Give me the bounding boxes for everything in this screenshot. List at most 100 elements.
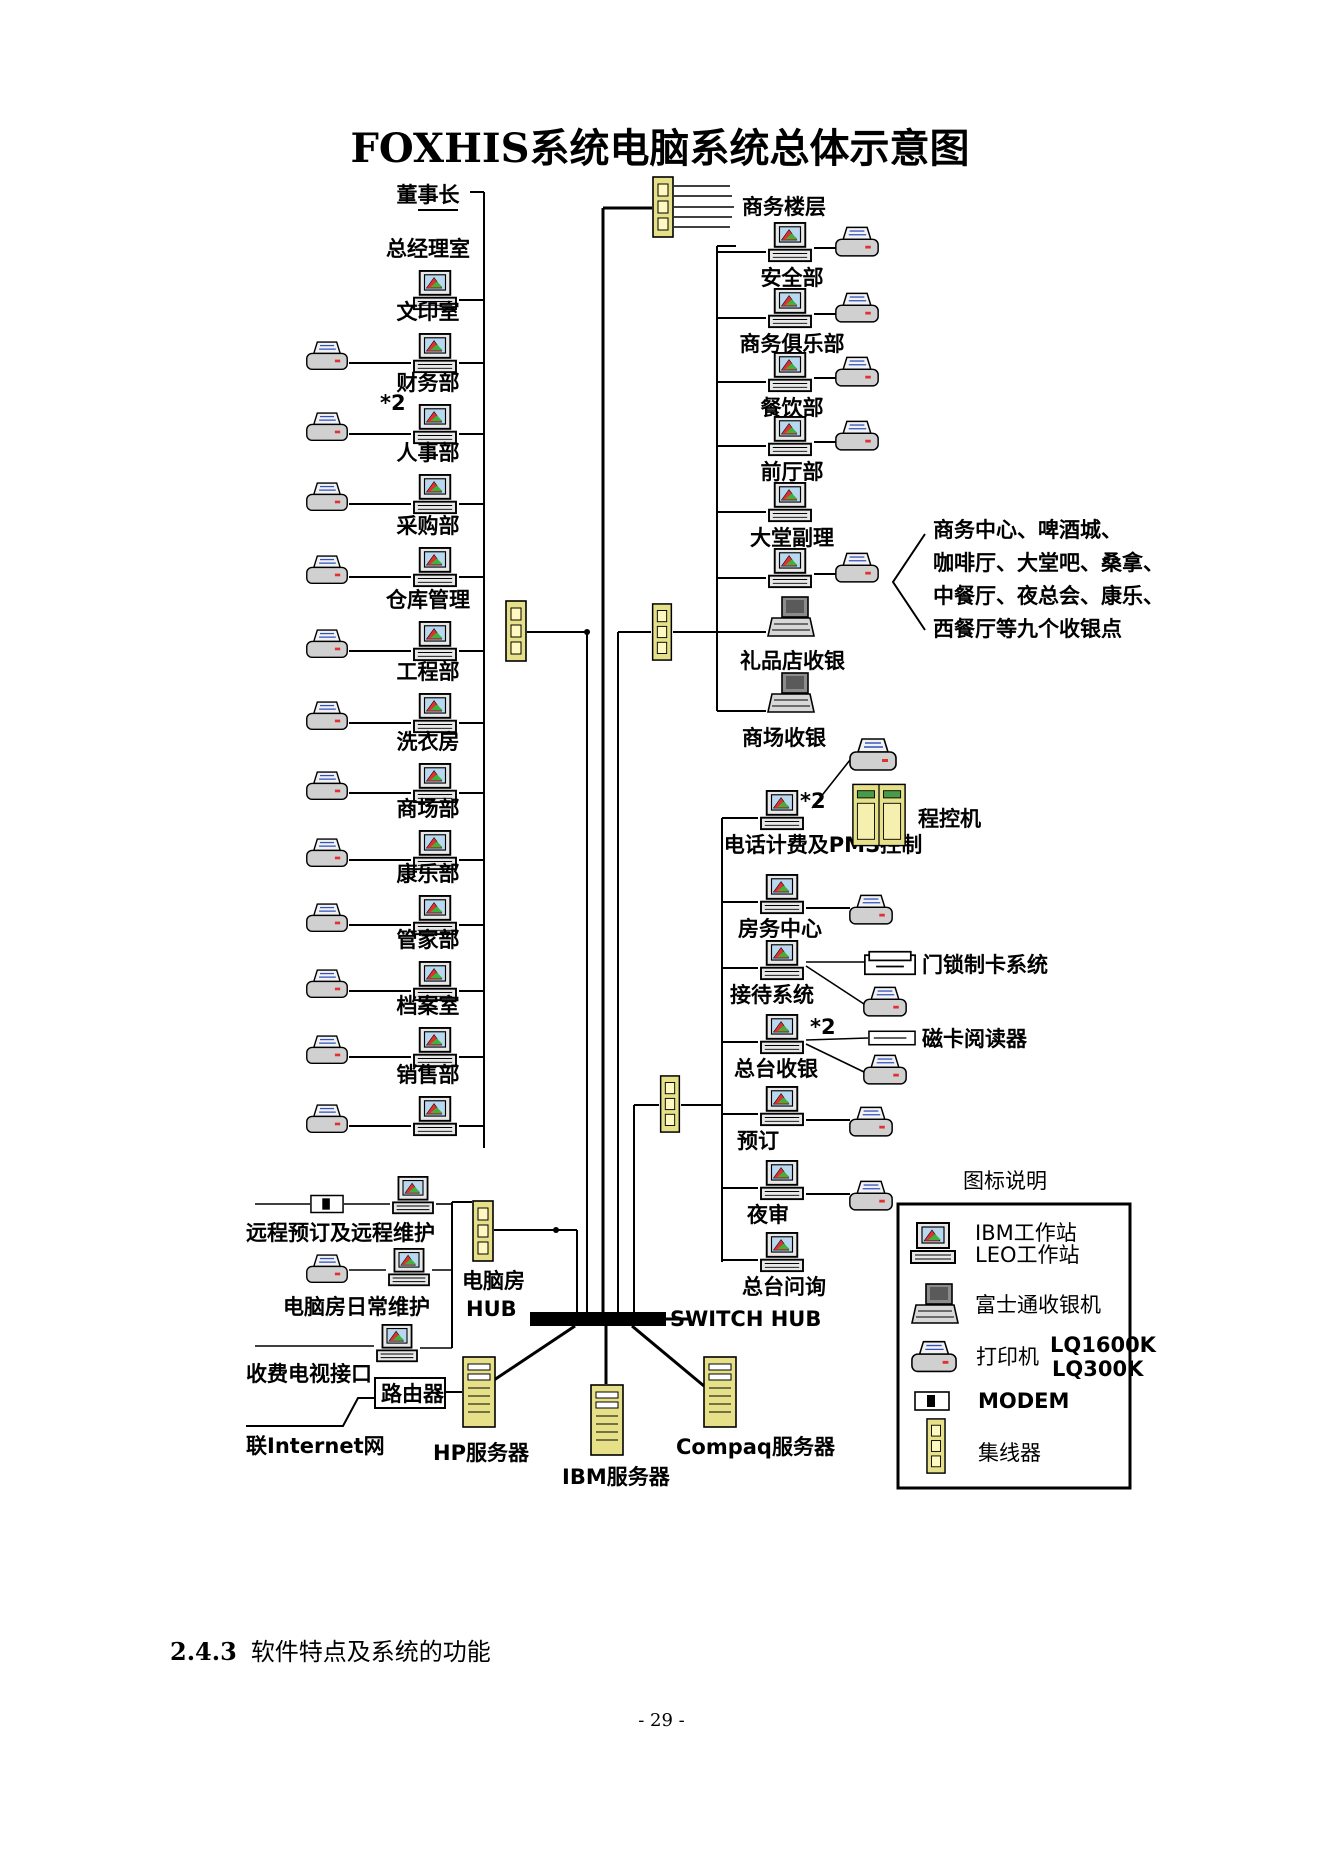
right-top-printer-icon-3	[835, 420, 879, 451]
right-bottom-pc-icon-4	[760, 1086, 804, 1127]
left-dept-printer-icon-3	[306, 412, 348, 442]
pos-points-pc-icon	[768, 548, 812, 589]
left-dept-pc-icon-4	[413, 474, 457, 515]
left-dept-label-6: 仓库管理	[385, 588, 470, 612]
page-number: - 29 -	[638, 1710, 685, 1731]
legend-printer: 打印机	[976, 1345, 1039, 1369]
left-dept-pc-icon-13	[413, 1096, 457, 1137]
left-dept-printer-icon-2	[306, 341, 348, 371]
left-dept-printer-icon-5	[306, 555, 348, 585]
right-top-printer-icon-0	[835, 226, 879, 257]
left-dept-printer-icon-11	[306, 969, 348, 999]
machine-room-hub-label-2: HUB	[466, 1297, 517, 1321]
legend-workstation-2: LEO工作站	[975, 1243, 1080, 1267]
ibm-server-label: IBM服务器	[562, 1465, 671, 1489]
right-bottom-printer-icon-5	[849, 1180, 893, 1211]
compaq-server-icon	[703, 1356, 737, 1428]
right-bottom-label-3: 总台收银	[734, 1057, 819, 1081]
left-dept-printer-icon-9	[306, 838, 348, 868]
legend-pos: 富士通收银机	[975, 1293, 1101, 1317]
right-bottom-printer-icon-4	[849, 1106, 893, 1137]
left-dept-label-1: 总经理室	[386, 237, 470, 261]
right-bottom-pc-icon-3	[760, 1014, 804, 1055]
door-lock-icon	[864, 950, 916, 976]
left-dept-label-13: 销售部	[397, 1063, 460, 1087]
right-bottom-pc-icon-0	[760, 790, 804, 831]
right-top-printer-icon-2	[835, 356, 879, 387]
switch-hub-bar	[530, 1312, 666, 1326]
right-bottom-label-1: 房务中心	[738, 917, 822, 941]
right-bottom-hub	[659, 1075, 681, 1133]
legend-printer-model-1: LQ1600K	[1050, 1333, 1157, 1357]
right-bottom-label-4: 预订	[737, 1129, 779, 1153]
phone-billing-printer-icon	[849, 738, 897, 771]
right-top-hub	[651, 603, 673, 661]
cashier-mult: *2	[810, 1015, 836, 1039]
legend-modem-icon	[914, 1391, 950, 1411]
daily-printer-icon	[306, 1254, 348, 1284]
right-bottom-pc-icon-1	[760, 874, 804, 915]
right-top-pc-icon-3	[768, 416, 812, 457]
left-dept-pc-icon-12	[413, 1027, 457, 1068]
section-heading: 2.4.3 软件特点及系统的功能	[170, 1632, 491, 1667]
daily-pc-icon	[388, 1248, 430, 1287]
cashier-printer-icon	[863, 1054, 907, 1085]
pos-point-1: 商务中心、啤酒城、	[933, 518, 1122, 542]
section-title: 软件特点及系统的功能	[250, 1638, 491, 1666]
right-bottom-printer-icon-1	[849, 894, 893, 925]
section-number: 2.4.3	[170, 1637, 237, 1666]
left-dept-printer-icon-13	[306, 1104, 348, 1134]
reception-printer-icon	[863, 986, 907, 1017]
pbx-icon	[852, 783, 906, 847]
right-bottom-label-2: 接待系统	[730, 983, 814, 1007]
left-dept-label-4: 人事部	[397, 441, 460, 465]
floor-label: 商务楼层	[742, 195, 826, 219]
left-dept-pc-icon-5	[413, 547, 457, 588]
compaq-server-label: Compaq服务器	[676, 1435, 836, 1459]
pos-point-4: 西餐厅等九个收银点	[933, 617, 1122, 641]
left-dept-pc-icon-7	[413, 693, 457, 734]
right-bottom-pc-icon-2	[760, 940, 804, 981]
machine-room-hub	[472, 1200, 494, 1262]
left-dept-label-5: 采购部	[397, 514, 460, 538]
left-dept-printer-icon-7	[306, 701, 348, 731]
left-dept-pc-icon-2	[413, 333, 457, 374]
router-label: 路由器	[381, 1382, 445, 1406]
hp-server-label: HP服务器	[433, 1441, 530, 1465]
pos-point-2: 咖啡厅、大堂吧、桑拿、	[933, 551, 1164, 575]
router-box	[374, 1377, 446, 1409]
right-bottom-label-5: 夜审	[746, 1203, 789, 1227]
daily-label: 电脑房日常维护	[283, 1295, 430, 1319]
left-dept-printer-icon-10	[306, 903, 348, 933]
left-dept-pc-icon-3	[413, 404, 457, 445]
pos-points-printer-icon	[835, 552, 879, 583]
legend-printer-model-2: LQ300K	[1052, 1357, 1144, 1381]
legend-workstation-1: IBM工作站	[975, 1221, 1077, 1245]
machine-room-hub-label-1: 电脑房	[462, 1269, 525, 1293]
pos-point-3: 中餐厅、夜总会、康乐、	[933, 584, 1164, 608]
switch-hub-label: SWITCH HUB	[670, 1307, 821, 1331]
mall-label: 商场收银	[742, 726, 827, 750]
left-dept-printer-icon-12	[306, 1035, 348, 1065]
left-dept-label-3: 财务部	[397, 371, 460, 395]
mall-pos-icon	[767, 672, 815, 713]
diagram-title: FOXHIS系统电脑系统总体示意图	[351, 125, 970, 172]
hp-server-icon	[462, 1356, 496, 1428]
pbx-label: 程控机	[918, 807, 981, 831]
right-top-pc-icon-0	[768, 222, 812, 263]
left-dept-label-2: 文印室	[397, 300, 460, 324]
tv-label: 收费电视接口	[246, 1362, 372, 1386]
left-dept-printer-icon-8	[306, 771, 348, 801]
left-dept-label-7: 工程部	[397, 660, 460, 684]
remote-pc-icon	[392, 1176, 434, 1215]
card-reader-icon	[868, 1030, 916, 1046]
left-departments: 董事长总经理室文印室财务部人事部采购部仓库管理工程部洗衣房商场部康乐部管家部档案…	[306, 183, 484, 1137]
left-dept-label-9: 商场部	[397, 797, 460, 821]
phone-mult: *2	[800, 789, 826, 813]
gift-shop-pos-icon	[767, 596, 815, 637]
remote-modem-icon	[310, 1194, 344, 1214]
right-top-printer-icon-1	[835, 292, 879, 323]
left-dept-label-11: 管家部	[397, 928, 460, 952]
